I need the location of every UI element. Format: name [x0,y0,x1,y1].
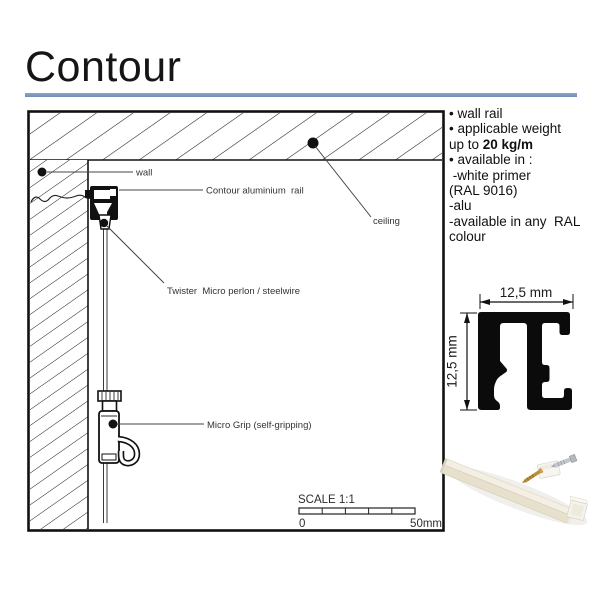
twister-label: Twister Micro perlon / steelwire [167,286,300,297]
scale-title: SCALE 1:1 [298,494,355,506]
wall-section [30,160,89,529]
option-alu: -alu [449,198,472,214]
rail-cross-section [85,186,118,220]
width-dimension-line [479,294,574,309]
wall-label: wall [135,168,152,179]
callout-dot [37,167,47,177]
feature-weight: • applicable weight [449,121,562,137]
option-any-ral-2: colour [449,229,486,245]
micro-grip [97,390,141,467]
feature-weight-value: up to 20 kg/m [449,137,599,152]
page-title: Contour [25,43,182,91]
scale-bar: SCALE 1:1 0 50mm [298,494,442,530]
rail-label: Contour aluminium rail [206,186,304,197]
profile-height-label: 12,5 mm [445,335,460,388]
drawing-border [27,110,445,532]
scale-zero: 0 [299,518,305,530]
weight-prefix: up to [449,136,483,152]
photo-steel-screw [551,453,578,468]
photo-brass-screw [522,467,544,483]
height-dimension-line [460,312,477,411]
feature-list: • wall rail • applicable weight up to 20… [449,106,599,245]
wall-break-squiggle [30,194,94,203]
twister-hook [98,214,112,230]
wall-callout: wall [37,167,152,179]
ceiling-label: ceiling [373,216,400,227]
scale-max: 50mm [410,518,442,530]
callout-dot [307,137,319,149]
option-white-primer-ral: (RAL 9016) [449,183,518,199]
rail-profile-shape [478,312,572,410]
callout-dot [108,419,118,429]
profile-dimension-drawing: 12,5 mm 12,5 mm [445,285,574,411]
title-underline [25,93,577,97]
photo-end-cap [566,495,588,521]
product-photo [439,453,588,526]
weight-value: 20 kg/m [482,136,534,152]
ceiling-section [30,113,442,161]
ceiling-callout: ceiling [307,137,400,227]
feature-wall-rail: • wall rail [449,106,503,121]
technical-drawing: wall ceiling Contour aluminium rail Twis… [27,110,445,532]
twister-callout: Twister Micro perlon / steelwire [106,225,300,297]
feature-available: • available in : [449,152,533,168]
option-white-primer: -white primer [449,167,531,183]
option-any-ral: -available in any RAL [449,213,581,229]
grip-label: Micro Grip (self-gripping) [207,420,312,431]
profile-width-label: 12,5 mm [500,285,553,300]
steel-wire [103,228,108,523]
rail-callout: Contour aluminium rail [119,186,304,197]
grip-callout: Micro Grip (self-gripping) [117,420,312,431]
